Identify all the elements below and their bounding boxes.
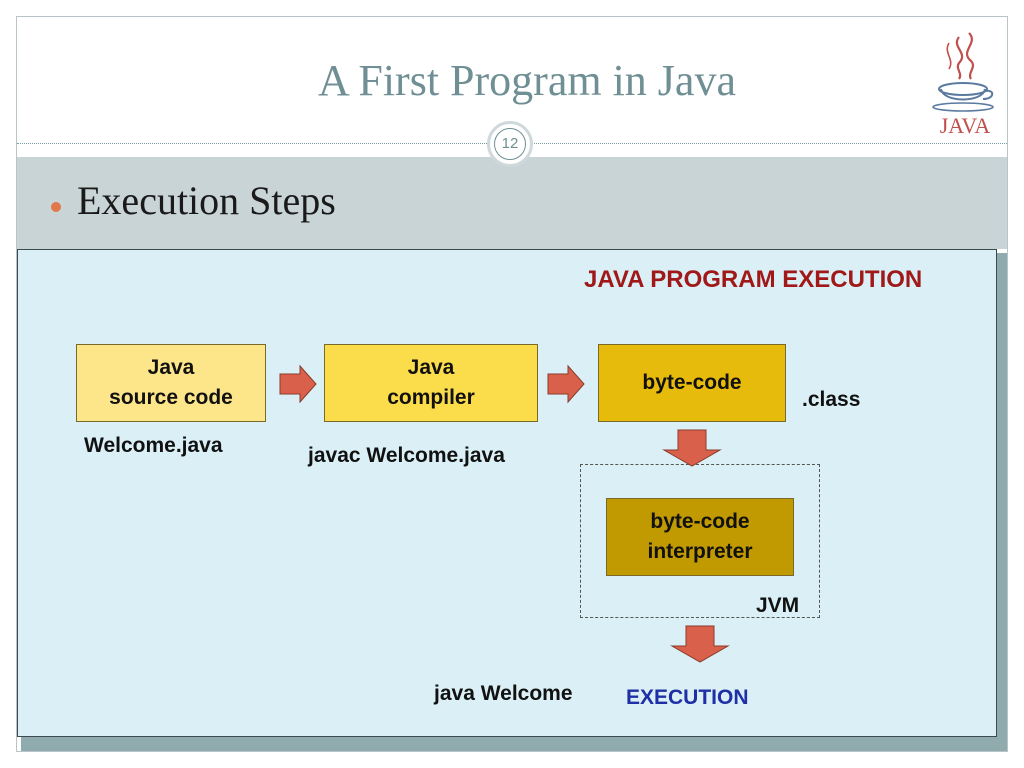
bullet-band [17,157,1007,249]
compiler-box: Java compiler [324,344,538,422]
diagram-header: JAVA PROGRAM EXECUTION [584,266,923,293]
slide: A First Program in Java JAVA 12 Executio… [16,16,1008,752]
interpreter-box-line2: interpreter [647,540,753,563]
arrow-right-icon [547,364,585,404]
compile-command-label: javac Welcome.java [308,444,505,467]
arrow-down-icon [670,625,730,663]
source-box-line2: source code [109,386,233,409]
jvm-boundary [580,464,820,618]
arrow-right-icon [279,364,317,404]
java-logo-icon: JAVA [932,32,994,138]
interpreter-box-line1: byte-code [650,510,750,533]
compiler-box-line2: compiler [387,386,475,409]
arrow-down-icon [662,429,722,467]
compiler-box-line1: Java [407,356,455,379]
execution-label: EXECUTION [626,686,749,709]
source-box-line1: Java [147,356,195,379]
source-code-box: Java source code [76,344,266,422]
bullet-heading: Execution Steps [77,178,336,223]
execution-diagram: JAVA PROGRAM EXECUTION Java source code … [17,249,997,737]
run-command-label: java Welcome [434,682,573,705]
slide-title: A First Program in Java [318,56,736,105]
source-file-label: Welcome.java [84,434,223,457]
slide-number: 12 [494,128,526,160]
bytecode-box-line1: byte-code [642,371,742,394]
bullet-dot-icon [51,202,61,212]
java-logo-text: JAVA [940,113,991,138]
bytecode-box: byte-code [598,344,786,422]
jvm-label: JVM [756,594,800,617]
class-extension-label: .class [802,388,861,411]
slide-number-badge: 12 [487,121,533,167]
interpreter-box: byte-code interpreter [606,498,794,576]
